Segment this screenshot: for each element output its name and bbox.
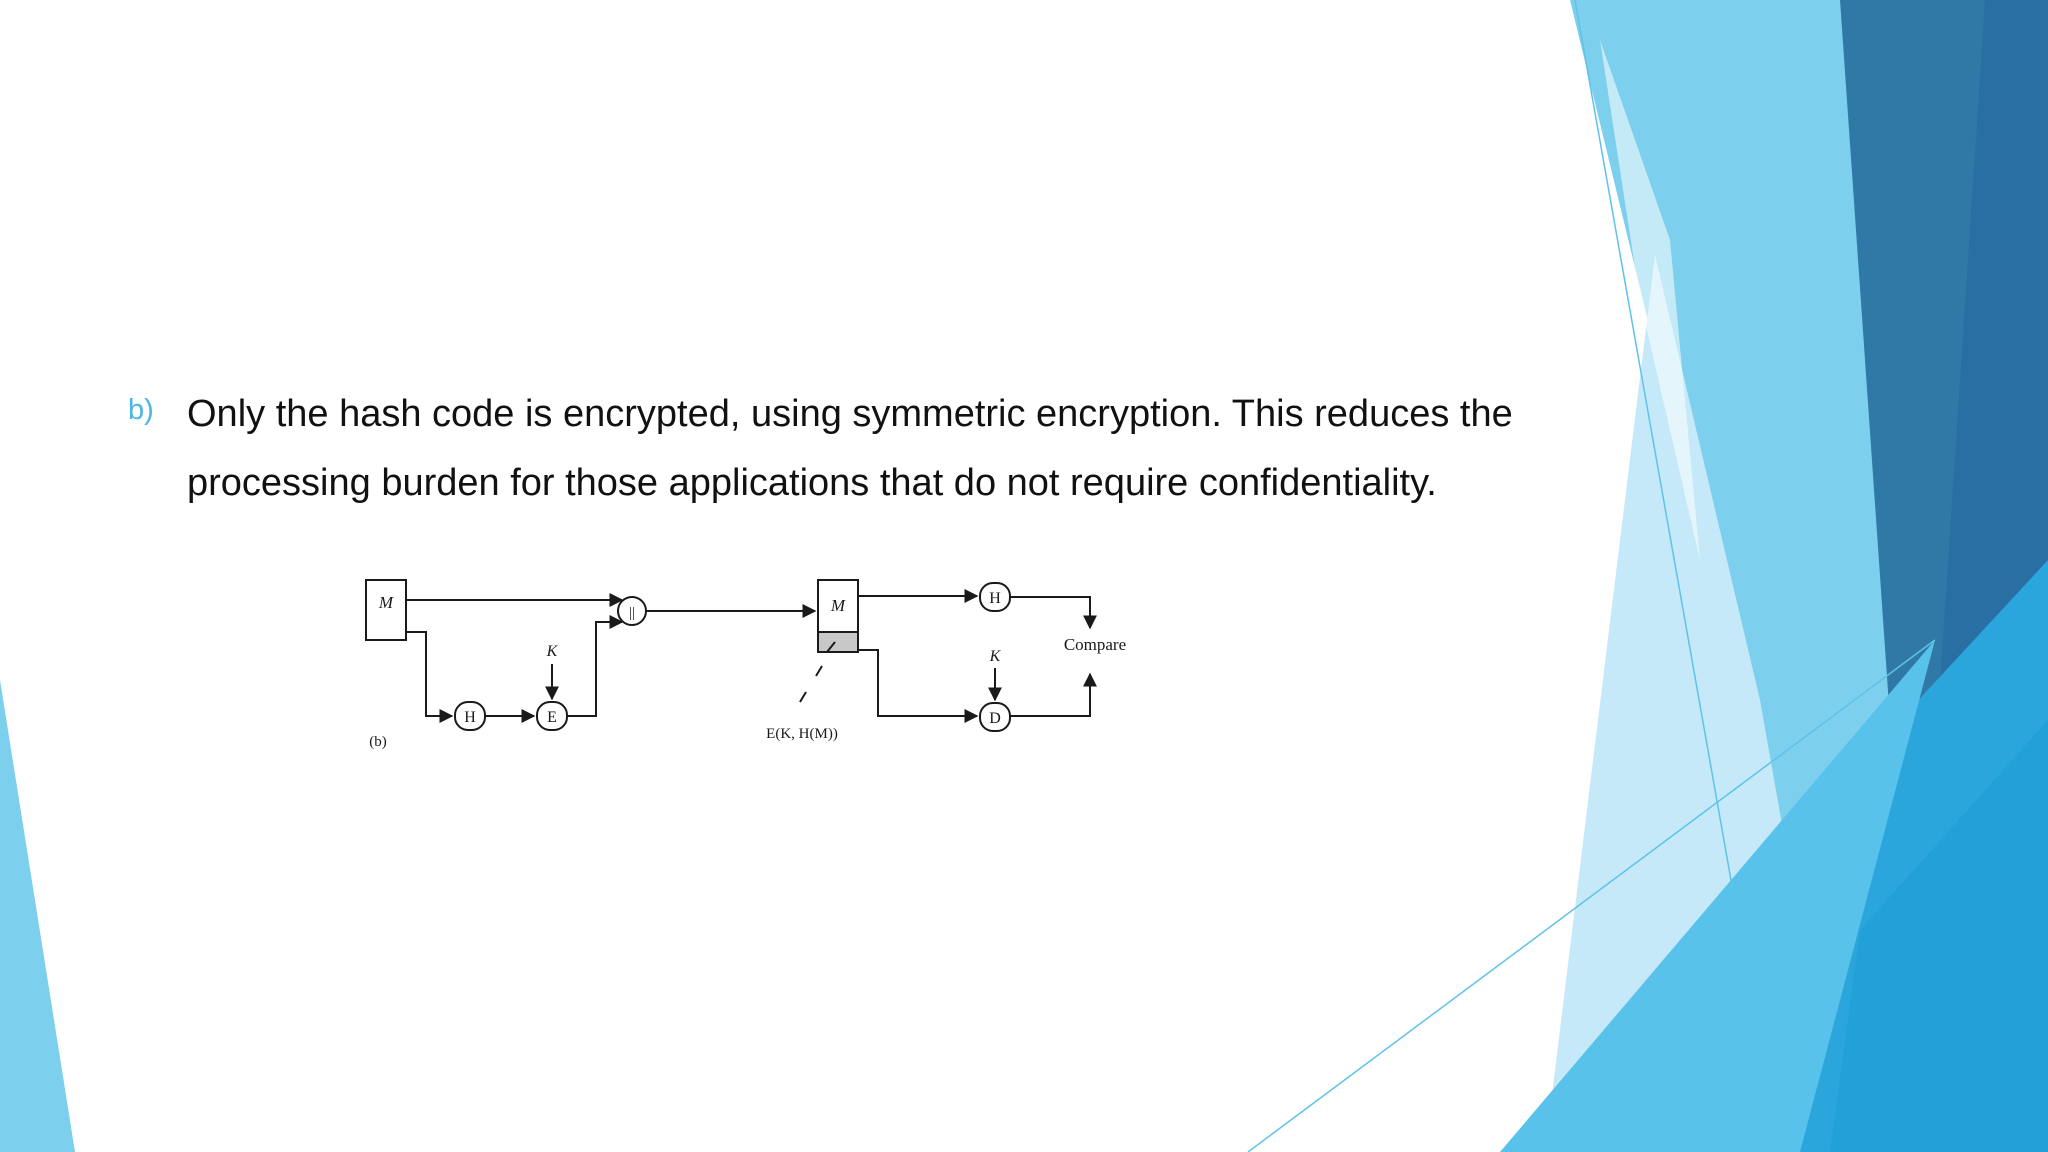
receiver-key-label: K [989,648,1002,665]
receiver-hash-to-compare-line [1010,597,1090,628]
receiver-appended-to-decrypt-line [858,650,977,716]
sender-encrypt-label: E [547,709,557,726]
receiver-appended-hash-box [818,632,858,652]
compare-label: Compare [1064,635,1126,654]
bullet-text: Only the hash code is encrypted, using s… [187,380,1607,518]
sender-key-label: K [546,643,559,660]
appended-leader-1 [816,666,822,676]
concat-label: || [629,605,635,621]
appended-hash-label: E(K, H(M)) [766,726,838,742]
receiver-message-label: M [830,596,846,615]
appended-leader-2 [800,692,806,702]
sender-encrypt-to-concat-line [567,622,622,716]
receiver-decrypt-label: D [989,710,1001,727]
receiver-decrypt-to-compare-line [1010,674,1090,716]
sender-message-to-hash-line [406,632,452,716]
left-edge-triangle [0,680,75,1152]
bullet-marker: b) [128,394,154,427]
hash-encryption-diagram: M H K E || (b) M E(K, H(M)) H Compare K … [360,570,1140,760]
sender-message-label: M [378,593,394,612]
receiver-hash-label: H [989,590,1001,607]
sender-hash-label: H [464,709,476,726]
panel-label: (b) [369,734,387,750]
